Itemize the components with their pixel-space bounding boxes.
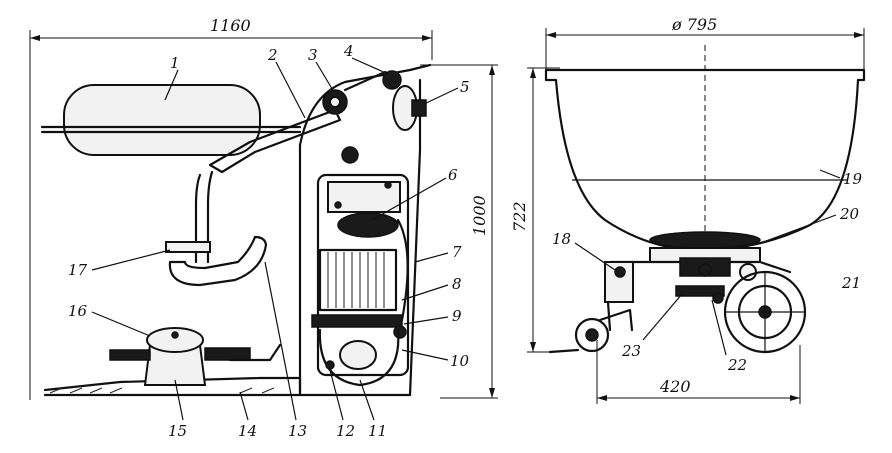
part-label-18: 18 bbox=[552, 230, 571, 248]
part-label-12: 12 bbox=[336, 422, 355, 440]
part-label-23: 23 bbox=[621, 342, 641, 360]
dim-base-right: 420 bbox=[659, 377, 691, 396]
dim-bowl-diameter: ø 795 bbox=[671, 15, 717, 34]
part-label-10: 10 bbox=[450, 352, 470, 370]
part-label-6: 6 bbox=[448, 166, 458, 184]
part-label-13: 13 bbox=[288, 422, 307, 440]
machine-side-view bbox=[29, 30, 498, 421]
bowl-cart-view bbox=[527, 28, 866, 404]
dim-height-right: 722 bbox=[510, 201, 529, 232]
part-label-14: 14 bbox=[238, 422, 257, 440]
part-label-22: 22 bbox=[727, 356, 747, 374]
dim-height-left: 1000 bbox=[470, 195, 489, 236]
part-label-17: 17 bbox=[68, 261, 88, 279]
part-label-8: 8 bbox=[452, 275, 462, 293]
part-label-3: 3 bbox=[308, 46, 318, 64]
part-label-21: 21 bbox=[841, 274, 861, 292]
part-label-11: 11 bbox=[368, 422, 387, 440]
part-label-16: 16 bbox=[68, 302, 88, 320]
part-label-4: 4 bbox=[343, 42, 354, 60]
part-label-2: 2 bbox=[267, 46, 278, 64]
part-label-5: 5 bbox=[460, 78, 470, 96]
dim-width-left: 1160 bbox=[210, 16, 251, 35]
part-label-20: 20 bbox=[839, 205, 860, 223]
part-label-19: 19 bbox=[843, 170, 863, 188]
part-label-1: 1 bbox=[170, 54, 180, 72]
part-label-15: 15 bbox=[168, 422, 187, 440]
part-label-7: 7 bbox=[452, 243, 462, 261]
part-label-9: 9 bbox=[452, 307, 462, 325]
